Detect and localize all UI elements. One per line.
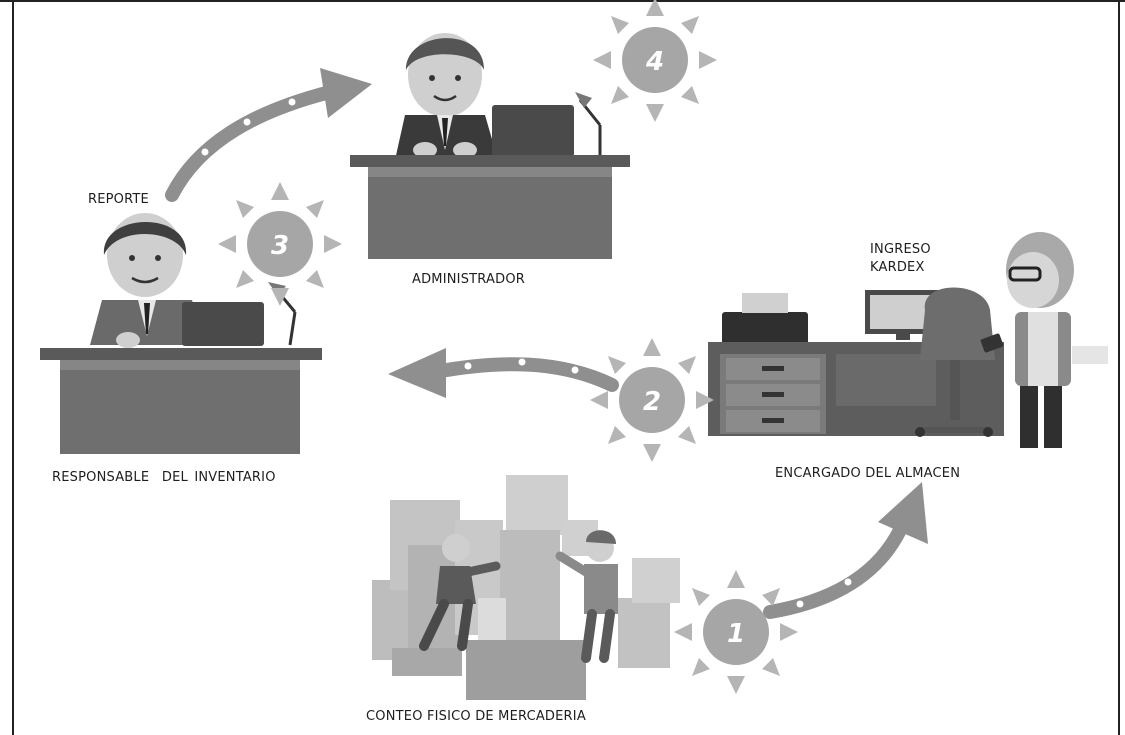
label-conteo-fisico: CONTEO FISICO DE MERCADERIA [366, 709, 586, 724]
label-encargado-almacen: ENCARGADO DEL ALMACEN [775, 466, 961, 481]
responsable-figure [40, 213, 322, 454]
label-kardex: KARDEX [870, 260, 925, 275]
arrow-conteo-to-encargado [763, 482, 928, 619]
encargado-figure [708, 232, 1108, 448]
step-badge-1 [674, 570, 798, 694]
step-number-3: 3 [271, 231, 289, 261]
arrow-reporte-to-admin [165, 68, 372, 202]
arrow-encargado-to-responsable [388, 348, 619, 398]
label-reporte: REPORTE [88, 192, 149, 207]
label-ingreso-kardex: INGRESO KARDEX [870, 241, 931, 277]
frame-top-border [0, 0, 1125, 2]
frame-right-border [1118, 0, 1120, 735]
step-number-2: 2 [643, 387, 661, 417]
step-badge-4 [593, 0, 717, 122]
frame-left-border [12, 0, 14, 735]
conteo-fisico-figure [372, 475, 680, 700]
step-badge-2 [590, 338, 714, 462]
label-responsable-inventario: RESPONSABLE DEL INVENTARIO [52, 470, 276, 485]
label-ingreso: INGRESO [870, 242, 931, 257]
step-number-1: 1 [727, 619, 745, 649]
label-administrador: ADMINISTRADOR [412, 272, 525, 287]
step-number-4: 4 [645, 47, 664, 77]
step-badge-3 [218, 182, 342, 306]
administrador-figure [350, 33, 630, 259]
